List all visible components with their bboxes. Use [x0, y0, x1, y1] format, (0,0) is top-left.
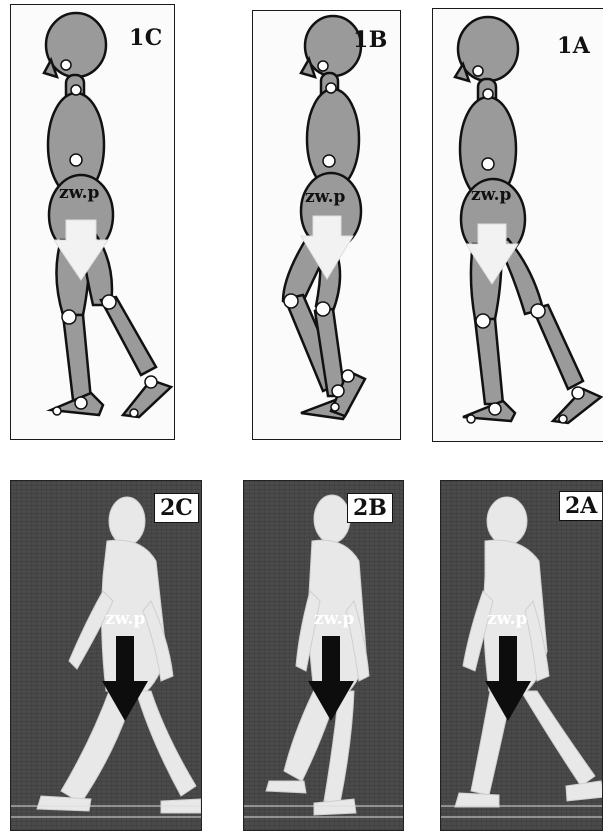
panel-label: 2B	[347, 493, 393, 523]
mannequin-figure-1c	[11, 5, 176, 441]
center-of-gravity-label: zw.p	[487, 609, 527, 629]
drawing-panel-1c: 1C zw.p	[10, 4, 175, 440]
photo-panel-2b: 2B zw.p	[243, 480, 404, 831]
panel-label: 1B	[353, 27, 388, 53]
center-of-gravity-label: zw.p	[471, 185, 511, 205]
panel-label: 2A	[559, 491, 603, 521]
drawing-panel-1b: 1B zw.p	[252, 10, 401, 440]
center-of-gravity-label: zw.p	[305, 187, 345, 207]
panel-label: 1C	[129, 25, 163, 51]
photo-panel-2c: 2C zw.p	[10, 480, 202, 831]
center-of-gravity-label: zw.p	[105, 609, 145, 629]
mannequin-figure-1a	[433, 9, 603, 443]
center-of-gravity-label: zw.p	[314, 609, 354, 629]
drawing-panel-1a: 1A zw.p	[432, 8, 603, 442]
walking-man-photo-2c	[11, 481, 202, 831]
walking-man-photo-2a	[441, 481, 603, 831]
mannequin-figure-1b	[253, 11, 402, 441]
panel-label: 2C	[154, 493, 199, 523]
panel-label: 1A	[557, 33, 590, 59]
photo-panel-2a: 2A zw.p	[440, 480, 603, 831]
center-of-gravity-label: zw.p	[59, 183, 99, 203]
walking-man-photo-2b	[244, 481, 404, 831]
